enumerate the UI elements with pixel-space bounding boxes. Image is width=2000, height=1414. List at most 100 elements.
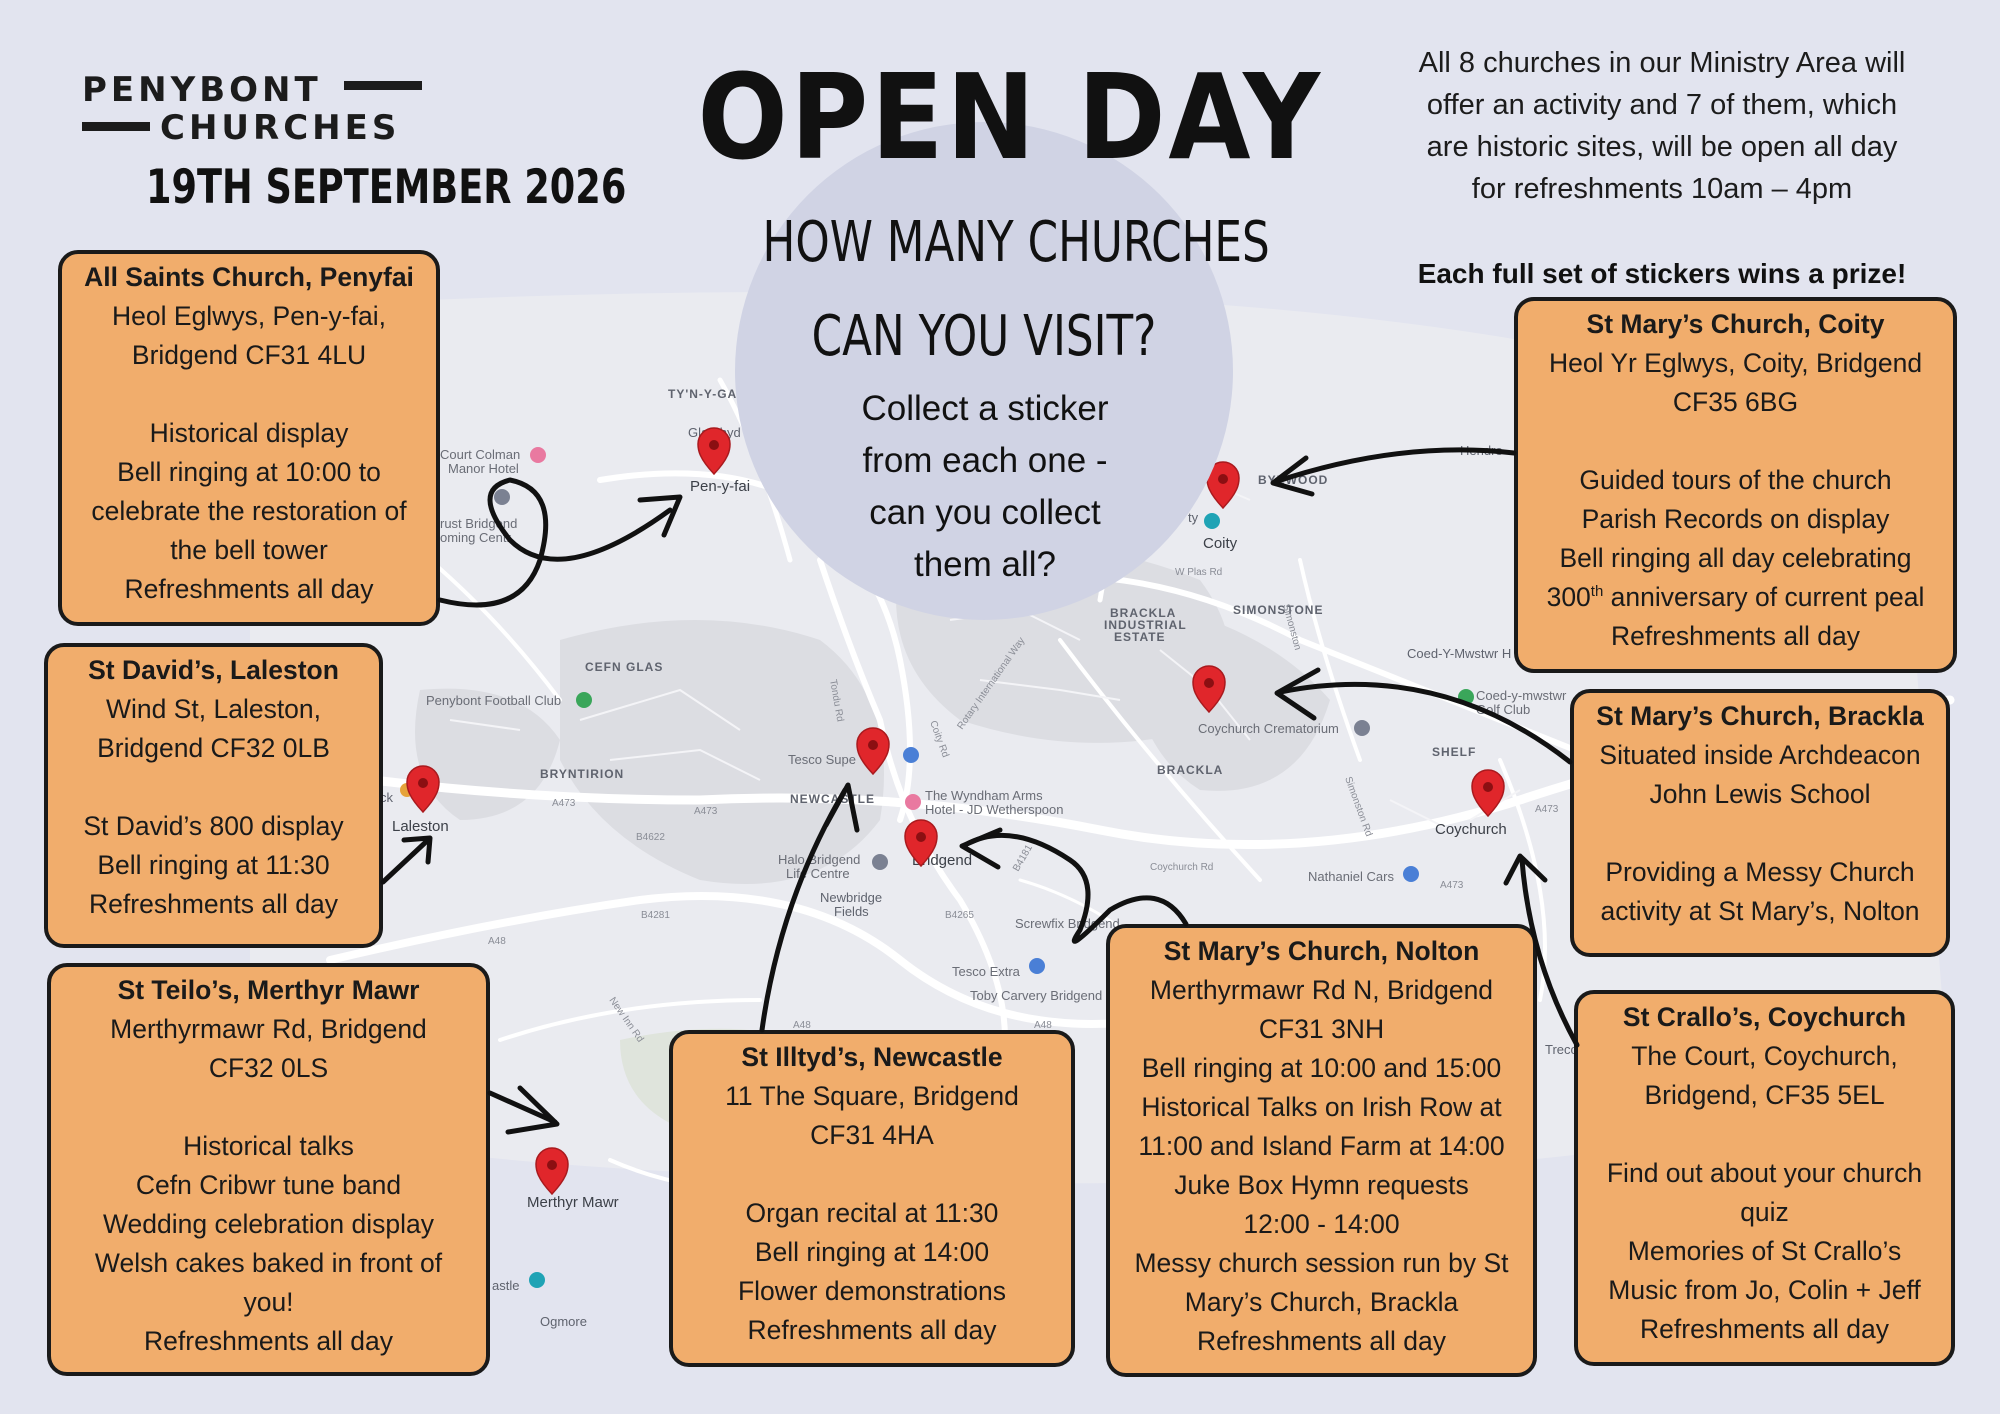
church-activity: Historical talks xyxy=(183,1131,354,1161)
collect-line: can you collect xyxy=(869,493,1101,532)
church-activity: Cefn Cribwr tune band xyxy=(135,1170,402,1200)
church-address-line: John Lewis School xyxy=(1649,779,1871,809)
intro-line: offer an activity and 7 of them, which xyxy=(1426,89,1898,121)
intro-line: are historic sites, will be open all day xyxy=(1426,131,1898,163)
pin-icon xyxy=(1206,461,1240,510)
map-label-brackla-estate-2: INDUSTRIAL xyxy=(1104,618,1187,632)
church-activity: activity at St Mary’s, Nolton xyxy=(1600,896,1920,926)
map-label-b4622: B4622 xyxy=(636,832,665,843)
church-activity: Refreshments all day xyxy=(1611,621,1860,651)
hotel-icon xyxy=(905,794,921,810)
map-label-golf-1: Coed-y-mwstwr xyxy=(1476,688,1567,703)
church-card-penyfai: All Saints Church, Penyfai Heol Eglwys, … xyxy=(58,250,440,626)
map-label-screwfix: Screwfix Bridgend xyxy=(1015,916,1120,931)
pin-dots xyxy=(418,440,1493,1170)
map-label-a473-3: A473 xyxy=(1440,880,1464,891)
map-label-castle: astle xyxy=(492,1278,519,1293)
church-activity: Welsh cakes baked in front of xyxy=(94,1248,443,1278)
place-marker-icon xyxy=(494,489,510,505)
map-label-tyn-y-gar: TY'N-Y-GA xyxy=(668,387,737,401)
anniversary-suffix: th xyxy=(1590,583,1604,601)
attraction-icon xyxy=(529,1272,545,1288)
map-label-ty: ty xyxy=(1188,510,1199,525)
hotel-icon xyxy=(530,447,546,463)
church-name: St David’s, Laleston xyxy=(88,655,339,685)
event-date: 19TH SEPTEMBER 2026 xyxy=(146,160,627,215)
church-activity: Bell ringing at 14:00 xyxy=(754,1237,990,1267)
church-activity: celebrate the restoration of xyxy=(91,496,407,526)
map-label-coychurch: Coychurch xyxy=(1435,821,1507,838)
map-label-pen-y-fai: Pen-y-fai xyxy=(690,478,750,495)
church-name: St Illtyd’s, Newcastle xyxy=(741,1042,1003,1072)
church-activity: Refreshments all day xyxy=(144,1326,393,1356)
map-label-wyndham-2: Hotel - JD Wetherspoon xyxy=(925,802,1064,817)
church-address-line: Merthyrmawr Rd N, Bridgend xyxy=(1149,975,1494,1005)
logo-bar xyxy=(344,81,422,90)
church-activity: the bell tower xyxy=(170,535,328,565)
map-label-tesco-super: Tesco Supe xyxy=(788,752,856,767)
map-label-byeswood: BYEWOOD xyxy=(1258,473,1328,487)
church-activity: Refreshments all day xyxy=(1197,1326,1446,1356)
question-line-2: CAN YOU VISIT? xyxy=(811,304,1157,369)
collect-line: from each one - xyxy=(862,441,1108,480)
anniversary-number: 300 xyxy=(1546,582,1591,612)
church-address-line: CF31 4HA xyxy=(810,1120,934,1150)
church-address-line: CF35 6BG xyxy=(1672,387,1799,417)
church-card-coity: St Mary’s Church, Coity Heol Yr Eglwys, … xyxy=(1514,297,1957,673)
church-card-merthyr-mawr: St Teilo’s, Merthyr Mawr Merthyrmawr Rd,… xyxy=(47,963,490,1376)
church-name: St Crallo’s, Coychurch xyxy=(1622,1002,1907,1032)
map-label-newbridge-1: Newbridge xyxy=(820,890,882,905)
church-name: St Mary’s Church, Coity xyxy=(1586,309,1885,339)
map-label-laleston: Laleston xyxy=(392,818,449,835)
church-name: St Teilo’s, Merthyr Mawr xyxy=(117,975,420,1005)
church-activity: Refreshments all day xyxy=(747,1315,997,1345)
church-address-line: Heol Eglwys, Pen-y-fai, xyxy=(112,301,386,331)
map-label-penybont-fc: Penybont Football Club xyxy=(426,693,561,708)
church-activity: Refreshments all day xyxy=(89,889,338,919)
map-label-nathaniel-cars: Nathaniel Cars xyxy=(1308,869,1394,884)
church-activity: 11:00 and Island Farm at 14:00 xyxy=(1138,1131,1505,1161)
church-address-line: Bridgend CF32 0LB xyxy=(97,733,330,763)
map-label-wyndham-1: The Wyndham Arms xyxy=(925,788,1043,803)
prize-text: Each full set of stickers wins a prize! xyxy=(1417,258,1907,289)
logo-line-2: CHURCHES xyxy=(160,108,401,148)
event-title: OPEN DAY xyxy=(697,48,1323,186)
church-name: St Mary’s Church, Nolton xyxy=(1163,936,1480,966)
church-card-coychurch: St Crallo’s, Coychurch The Court, Coychu… xyxy=(1574,990,1955,1366)
church-card-brackla: St Mary’s Church, Brackla Situated insid… xyxy=(1570,689,1950,957)
church-activity: Organ recital at 11:30 xyxy=(745,1198,999,1228)
collect-sticker-text: Collect a sticker from each one - can yo… xyxy=(820,383,1150,591)
map-label-tesco-extra: Tesco Extra xyxy=(952,964,1021,979)
pin-icon xyxy=(697,427,731,476)
church-activity: Memories of St Crallo’s xyxy=(1627,1236,1902,1266)
church-activity: Find out about your church xyxy=(1606,1158,1923,1188)
church-activity: Bell ringing at 11:30 xyxy=(97,850,330,880)
map-label-a48-3: A48 xyxy=(1034,1020,1052,1031)
question-circle xyxy=(735,122,1233,620)
map-label-coychurch-crem: Coychurch Crematorium xyxy=(1198,721,1339,736)
church-activity: Messy church session run by St xyxy=(1134,1248,1509,1278)
collect-line: them all? xyxy=(913,545,1057,584)
football-club-icon xyxy=(576,692,592,708)
logo-bar xyxy=(82,122,150,131)
map-label-shelf: SHELF xyxy=(1432,745,1476,759)
map-label-hendre: Hendre xyxy=(1460,443,1503,458)
church-activity: Refreshments all day xyxy=(124,574,374,604)
church-activity: 12:00 - 14:00 xyxy=(1243,1209,1400,1239)
map-label-golf-2: Golf Club xyxy=(1476,702,1530,717)
church-activity: Parish Records on display xyxy=(1581,504,1890,534)
map-label-newcastle: NEWCASTLE xyxy=(790,792,875,806)
church-address-line: CF32 0LS xyxy=(208,1053,329,1083)
intro-text: All 8 churches in our Ministry Area will… xyxy=(1382,42,1942,210)
church-activity: quiz xyxy=(1740,1197,1789,1227)
church-activity: Flower demonstrations xyxy=(737,1276,1007,1306)
intro-line: All 8 churches in our Ministry Area will xyxy=(1418,47,1906,79)
map-label-coity: Coity xyxy=(1203,535,1238,552)
church-activity: you! xyxy=(243,1287,294,1317)
church-name: All Saints Church, Penyfai xyxy=(84,262,414,292)
map-label-brackla-estate-3: ESTATE xyxy=(1114,630,1166,644)
church-activity: Providing a Messy Church xyxy=(1605,857,1915,887)
church-address-line: Situated inside Archdeacon xyxy=(1599,740,1921,770)
map-label-bryntirion: BRYNTIRION xyxy=(540,767,624,781)
